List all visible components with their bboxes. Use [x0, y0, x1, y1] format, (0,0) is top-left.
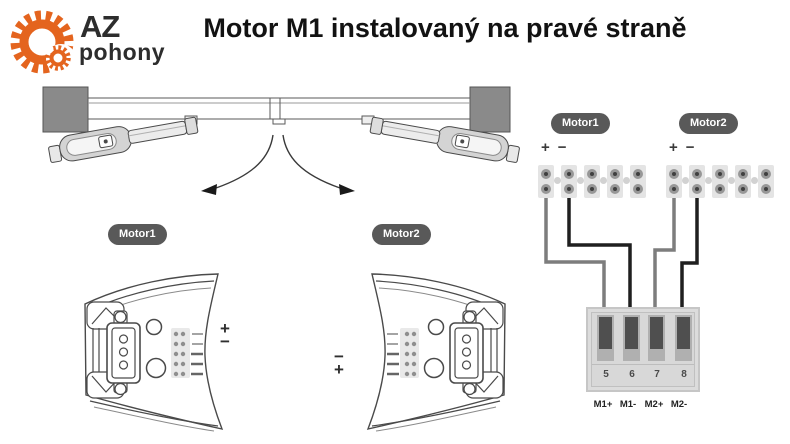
motor2-negative-wire: [680, 197, 699, 311]
gear-logo-icon: [10, 10, 76, 74]
terminal-number: 7: [654, 369, 660, 380]
left-gate-pillar: [42, 86, 89, 133]
wiring-motor1-badge: Motor1: [551, 113, 610, 134]
motor1-rear-view-diagram: [84, 273, 224, 432]
motor1-minus-sign: −: [557, 139, 567, 156]
motor2-polarity-top: −: [334, 347, 344, 366]
motor1-polarity-signs: + −: [220, 319, 230, 351]
terminal-strip: [689, 165, 705, 198]
terminal-strip: [607, 165, 623, 198]
terminal-strip: [538, 165, 554, 198]
right-gate-pillar: [469, 86, 511, 133]
motor1-polarity-top: +: [220, 319, 230, 338]
motor1-positive-wire: [544, 197, 606, 311]
motor2-terminal-links: [682, 177, 758, 184]
terminal-strip: [712, 165, 728, 198]
motor2-polarity-row: +−: [669, 139, 695, 156]
control-board: 5 6 7 8: [586, 307, 700, 392]
terminal-strip: [758, 165, 774, 198]
terminal-label: M2+: [644, 399, 664, 410]
terminal-strip: [630, 165, 646, 198]
board-terminal-6: [623, 315, 640, 361]
motor2-terminal-block: [666, 165, 774, 198]
logo-subtitle-text: pohony: [79, 39, 166, 65]
terminal-number: 6: [629, 369, 635, 380]
board-divider: [592, 364, 694, 365]
terminal-label: M1-: [619, 399, 637, 410]
terminal-number: 5: [603, 369, 609, 380]
terminal-label: M2-: [670, 399, 688, 410]
board-terminal-8: [675, 315, 692, 361]
terminal-label: M1+: [593, 399, 613, 410]
page-title: Motor M1 instalovaný na pravé straně: [203, 13, 687, 43]
gate-overview-diagram: [42, 86, 522, 195]
logo-brand-text: AZ: [80, 9, 120, 44]
motor2-positive-wire: [653, 197, 676, 311]
curved-arrow-left-icon: [201, 134, 274, 195]
gate-motor2-badge: Motor2: [372, 224, 431, 245]
motor1-plus-sign: +: [541, 139, 550, 156]
motor1-polarity-row: +−: [541, 139, 567, 156]
gate-motor1-badge: Motor1: [108, 224, 167, 245]
motor2-plus-sign: +: [669, 139, 678, 156]
board-terminal-7: [648, 315, 665, 361]
motor1-negative-wire: [567, 197, 632, 311]
terminal-strip: [735, 165, 751, 198]
wiring-diagram: [544, 197, 699, 311]
terminal-number: 8: [681, 369, 687, 380]
terminal-strip: [561, 165, 577, 198]
motor2-minus-sign: −: [685, 139, 695, 156]
wiring-motor2-badge: Motor2: [679, 113, 738, 134]
gate-beam: [87, 97, 471, 125]
terminal-strip: [666, 165, 682, 198]
motor1-terminal-block: [538, 165, 646, 198]
motor2-polarity-signs: − +: [334, 347, 344, 379]
board-terminal-5: [597, 315, 614, 361]
motor2-polarity-bottom: +: [334, 360, 344, 379]
curved-arrow-right-icon: [282, 134, 355, 195]
control-board-labels: M1+ M1- M2+ M2-: [586, 399, 700, 413]
motor1-terminal-links: [554, 177, 630, 184]
motor1-polarity-bottom: −: [220, 332, 230, 351]
terminal-strip: [584, 165, 600, 198]
